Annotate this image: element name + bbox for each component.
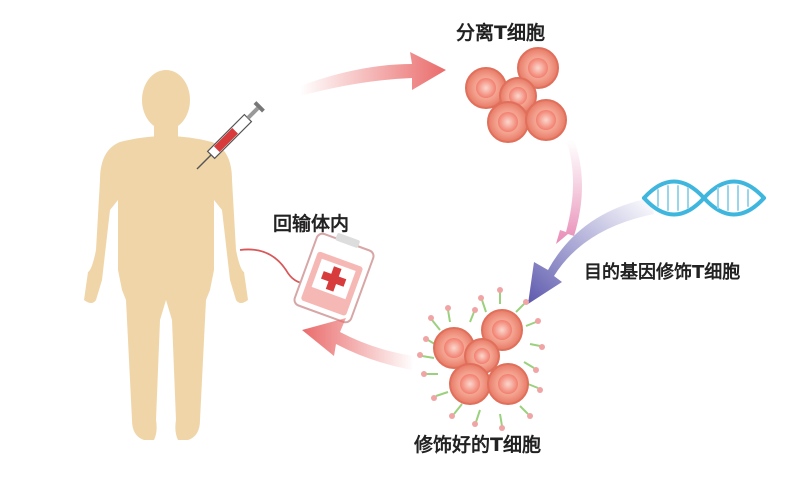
syringe-icon (196, 101, 265, 170)
arrow-gene-modify (528, 198, 654, 304)
label-gene-modify: 目的基因修饰T细胞 (584, 262, 741, 283)
arrow-to-reinfuse (302, 318, 414, 370)
receptor-heads (417, 287, 545, 431)
label-modified-t-cells: 修饰好的T细胞 (414, 434, 541, 456)
arrow-to-isolate (300, 52, 446, 96)
label-isolate-t-cells: 分离T细胞 (456, 22, 545, 44)
modified-t-cells (417, 287, 545, 431)
arrow-down-pink (556, 140, 582, 244)
human-body-silhouette (84, 70, 248, 440)
iv-bag-icon (293, 232, 375, 324)
label-reinfuse: 回输体内 (273, 213, 350, 235)
receptor-stalks (421, 292, 541, 427)
dna-helix-icon (642, 179, 766, 217)
isolated-t-cells (465, 47, 567, 143)
